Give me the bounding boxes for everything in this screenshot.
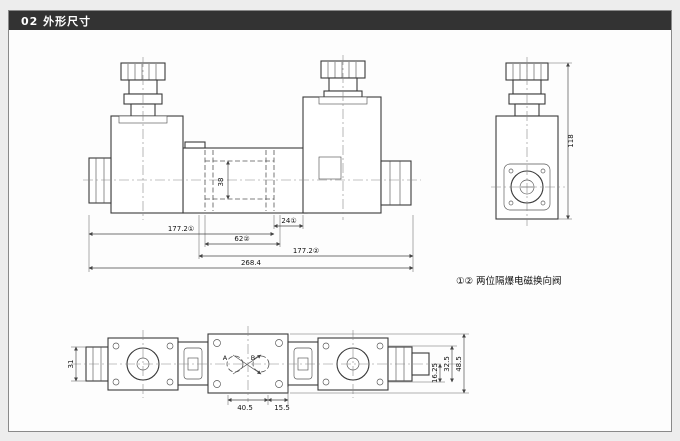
dim-right-length-text: 177.2② — [293, 247, 319, 255]
dim-end-height-text: 31 — [67, 360, 75, 369]
dim-side-height: 118 — [548, 62, 575, 220]
section-title: 02 外形尺寸 — [21, 14, 92, 28]
dim-hole-spacing-text: 32.5 — [443, 356, 451, 372]
bottom-left-switch-block — [177, 341, 209, 386]
dim-hole-to-center: 16.25 — [431, 363, 442, 383]
left-end-nut — [88, 157, 112, 204]
bottom-right-switch-block — [287, 341, 319, 386]
front-view-extension-lines — [88, 215, 414, 272]
dim-body-width: 48.5 — [455, 333, 466, 394]
dim-center-offset-text: 24① — [281, 217, 296, 225]
dim-end-height: 31 — [67, 346, 78, 382]
dim-hole-spacing: 32.5 — [443, 345, 454, 383]
technical-drawing: 24① 177.2① 62② 177.2② — [67, 55, 575, 412]
page-frame: 02 外形尺寸 — [8, 10, 672, 432]
dim-left-length-text: 177.2① — [168, 225, 194, 233]
note-text: ①② 两位隔爆电磁换向阀 — [456, 275, 562, 287]
dim-center-width: 62② — [204, 235, 281, 246]
bottom-view-extension-lines — [71, 333, 469, 405]
dim-total-length-text: 268.4 — [241, 259, 262, 267]
valve-body — [182, 141, 308, 214]
port-a-label: A — [223, 354, 228, 362]
right-solenoid-body — [302, 96, 382, 214]
port-b-label: B — [251, 354, 255, 362]
dim-body-height-text: 38 — [217, 178, 225, 187]
dim-hole-to-center-text: 16.25 — [431, 363, 439, 383]
section-header: 02 外形尺寸 — [9, 11, 671, 30]
dim-center-width-text: 62② — [234, 235, 249, 243]
right-end-nut — [380, 160, 412, 206]
dim-left-length: 177.2① — [88, 225, 275, 236]
dim-port-spacing-text: 40.5 — [237, 404, 253, 412]
dim-total-length: 268.4 — [88, 259, 414, 270]
drawing-area: 24① 177.2① 62② 177.2② — [9, 30, 671, 431]
dim-right-length: 177.2② — [198, 247, 414, 258]
bottom-view-centerlines — [71, 326, 457, 402]
front-view-centerlines — [83, 55, 421, 220]
dim-body-width-text: 48.5 — [455, 356, 463, 372]
dim-port-spacing: 40.5 — [227, 398, 269, 412]
front-view: 24① 177.2① 62② 177.2② — [83, 55, 421, 272]
dim-port-offset: 15.5 — [267, 398, 290, 412]
dim-port-offset-text: 15.5 — [274, 404, 290, 412]
left-solenoid-body — [110, 115, 184, 214]
side-view-centerlines — [491, 57, 565, 226]
side-view: 118 — [491, 57, 575, 226]
bottom-view: A B — [67, 326, 469, 412]
dim-body-height: 38 — [217, 160, 230, 200]
dim-side-height-text: 118 — [567, 134, 575, 147]
dim-center-offset: 24① — [273, 217, 304, 228]
